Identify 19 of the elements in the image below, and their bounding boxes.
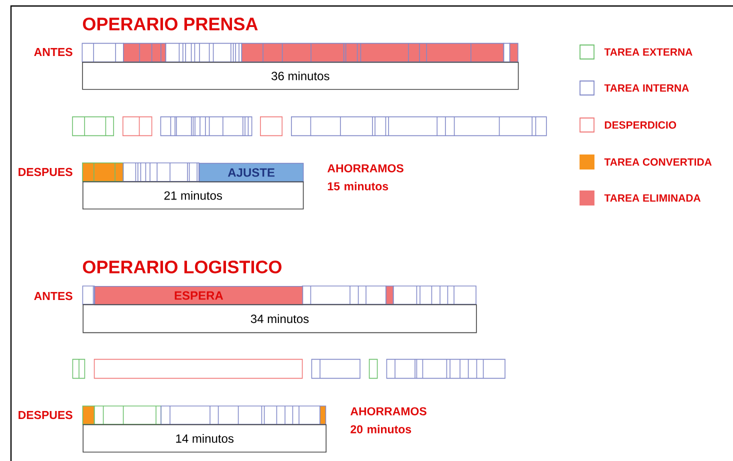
duration-box: 21 minutos (82, 181, 304, 210)
row-label: ANTES (34, 48, 72, 56)
task-bar: AJUSTE (198, 162, 304, 182)
legend-label: TAREA ELIMINADA (604, 194, 701, 202)
section-title: OPERARIO LOGISTICO (82, 260, 282, 274)
savings-note: AHORRAMOS 20 minutos (350, 407, 426, 434)
legend-label: TAREA EXTERNA (604, 48, 692, 56)
duration-box: 34 minutos (82, 304, 477, 334)
row-label: ANTES (34, 292, 72, 300)
row-label: DESPUES (18, 410, 72, 420)
duration-box: 14 minutos (82, 424, 326, 452)
savings-note: AHORRAMOS 15 minutos (328, 164, 404, 190)
legend-label: DESPERDICIO (604, 121, 676, 129)
duration-box: 36 minutos (82, 62, 519, 90)
legend-label: TAREA CONVERTIDA (604, 158, 712, 166)
legend-label: TAREA INTERNA (604, 84, 689, 92)
row-label: DESPUES (18, 168, 72, 176)
task-bar: ESPERA (94, 286, 304, 306)
section-title: OPERARIO PRENSA (82, 18, 258, 30)
